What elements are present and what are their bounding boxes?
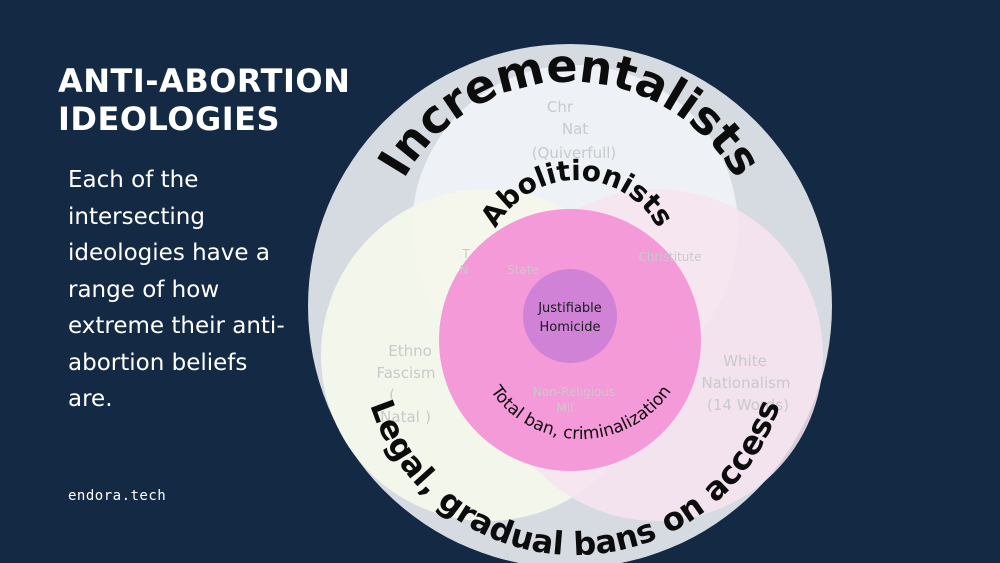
label-top-2: Nat: [562, 120, 588, 138]
label-inner-right-1: Christitute: [639, 250, 702, 264]
label-right-2: Nationalism: [701, 374, 790, 392]
label-top-1: Chr: [547, 98, 574, 116]
description-line-1: Each of the: [68, 167, 199, 193]
label-left-4: Natal: [380, 408, 420, 426]
description-line-3: ideologies have a: [68, 240, 270, 266]
label-inner-left-2: N: [460, 263, 469, 277]
description-line-4: range of how: [68, 276, 220, 303]
label-left-2: Fascism: [376, 364, 435, 382]
label-inner-left-4: State: [507, 263, 539, 277]
title-line-1: ANTI-ABORTION: [58, 62, 351, 100]
description-line-6: abortion beliefs: [68, 349, 248, 376]
core-label-line-1: Justifiable: [537, 301, 602, 316]
label-inner-bottom-1: Non-Religious: [533, 385, 615, 399]
label-right-3: (14 Words): [707, 396, 789, 414]
label-inner-bottom-2: Mil: [556, 401, 573, 415]
page-title: ANTI-ABORTION IDEOLOGIES: [58, 62, 350, 138]
site-credit: endora.tech: [68, 488, 167, 504]
justifiable-homicide-circle: [523, 269, 617, 363]
title-line-2: IDEOLOGIES: [58, 100, 281, 138]
description: Each of the intersecting ideologies have…: [68, 162, 318, 418]
description-line-5: extreme their anti-: [68, 313, 285, 339]
label-top-3: (Quiverfull): [532, 144, 617, 162]
description-line-2: intersecting: [68, 203, 205, 230]
label-left-3: (: [389, 386, 395, 404]
label-right-1: White: [723, 352, 767, 370]
description-line-7: are.: [68, 386, 113, 412]
label-left-1: Ethno: [388, 342, 432, 360]
label-inner-left-1: T: [461, 247, 470, 261]
faint-labels: Chr Nat (Quiverfull) Ethno Fascism ( Nat…: [376, 98, 790, 426]
label-left-5: ): [425, 408, 431, 426]
core-label-line-2: Homicide: [539, 320, 600, 335]
